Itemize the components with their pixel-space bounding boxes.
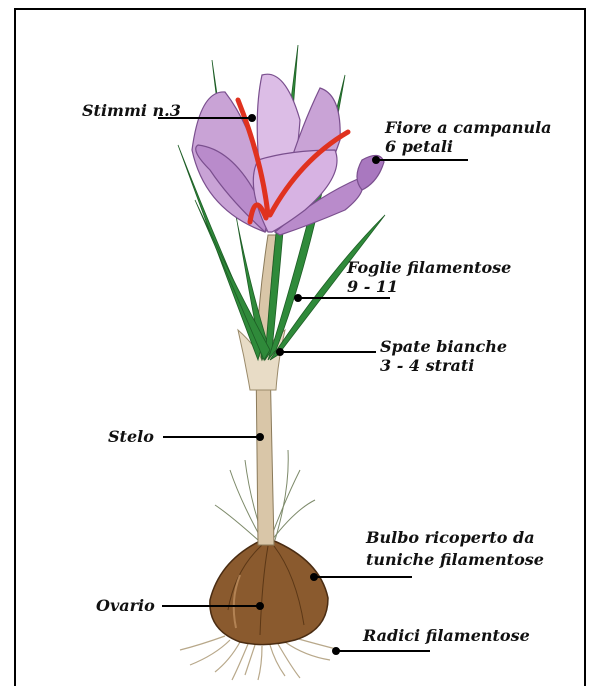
label-stimmi: Stimmi n.3 <box>82 101 181 120</box>
bulb <box>210 540 328 645</box>
label-spate-line1: Spate bianche <box>380 337 507 356</box>
label-bulbo-line1: Bulbo ricoperto da <box>366 528 535 547</box>
label-radici: Radici filamentose <box>363 626 530 645</box>
label-fiore-line1: Fiore a campanula <box>385 118 552 137</box>
label-spate-line2: 3 - 4 strati <box>380 356 474 375</box>
label-ovario: Ovario <box>96 596 155 615</box>
label-stelo: Stelo <box>108 427 154 446</box>
label-foglie-line2: 9 - 11 <box>347 277 398 296</box>
flower <box>192 74 384 235</box>
label-foglie-line1: Foglie filamentose <box>347 258 511 277</box>
label-bulbo-line2: tuniche filamentose <box>366 550 544 569</box>
label-fiore-line2: 6 petali <box>385 137 453 156</box>
